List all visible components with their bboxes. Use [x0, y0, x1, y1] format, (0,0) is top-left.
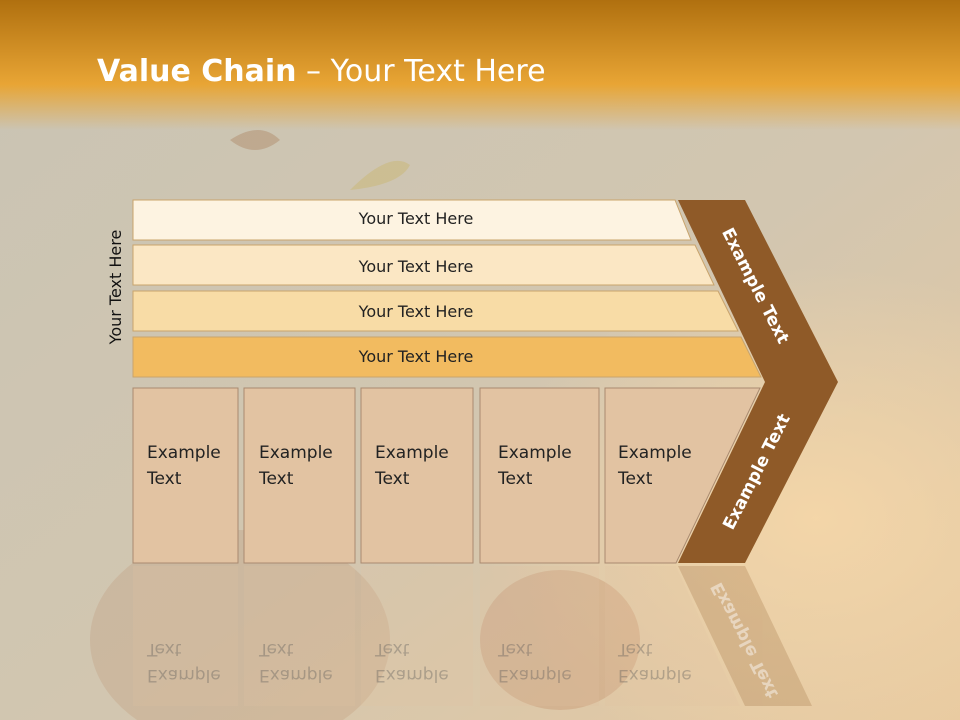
reflected-cell-text: Example Text — [259, 636, 333, 688]
cell-text: Example Text — [375, 440, 449, 492]
row-label: Your Text Here — [358, 257, 474, 276]
cell-text-line: Text — [147, 469, 182, 489]
reflected-line: Text — [259, 639, 294, 659]
cell-text: Example Text — [259, 440, 333, 492]
row-bar — [132, 336, 762, 378]
row-bar — [132, 199, 692, 241]
row-label: Your Text Here — [358, 209, 474, 228]
cell-box — [604, 387, 761, 564]
chevron-arrow — [678, 200, 838, 563]
cell-text: Example Text — [618, 440, 692, 492]
cell-text-line: Example — [375, 443, 449, 463]
leaf-shape — [350, 160, 410, 190]
title-bold: Value Chain — [97, 54, 297, 89]
cell-text-line: Text — [375, 469, 410, 489]
cell-text-line: Text — [498, 469, 533, 489]
reflected-cell-text: Example Text — [498, 636, 572, 688]
reflected-line: Text — [618, 639, 653, 659]
cell-text-line: Example — [498, 443, 572, 463]
reflected-line: Example — [498, 665, 572, 685]
cell-text-line: Example — [618, 443, 692, 463]
cell-text-line: Text — [259, 469, 294, 489]
reflected-line: Example — [375, 665, 449, 685]
cell-box — [243, 387, 356, 564]
header-band — [0, 0, 960, 130]
cell-text: Example Text — [498, 440, 572, 492]
cell-box — [132, 387, 239, 564]
title-rest: – Your Text Here — [296, 54, 546, 89]
reflection-group — [133, 566, 812, 706]
reflected-line: Example — [147, 665, 221, 685]
cell-text-line: Example — [147, 443, 221, 463]
cell-text-line: Example — [259, 443, 333, 463]
reflected-line: Example — [259, 665, 333, 685]
reflected-cell-text: Example Text — [375, 636, 449, 688]
cell-box — [360, 387, 474, 564]
row-label: Your Text Here — [358, 302, 474, 321]
reflected-cell-text: Example Text — [147, 636, 221, 688]
reflected-line: Text — [498, 639, 533, 659]
row-label: Your Text Here — [358, 347, 474, 366]
leaf-shape — [230, 130, 280, 150]
pumpkin-shape — [480, 570, 640, 710]
slide-title: Value Chain – Your Text Here — [97, 54, 546, 89]
cell-box — [479, 387, 600, 564]
reflected-line: Text — [375, 639, 410, 659]
reflected-line: Example — [618, 665, 692, 685]
cell-text-line: Text — [618, 469, 653, 489]
pumpkin-shape — [90, 530, 390, 720]
row-bar — [132, 244, 715, 286]
row-bar — [132, 290, 739, 332]
cell-text: Example Text — [147, 440, 221, 492]
reflected-cell-text: Example Text — [618, 636, 692, 688]
reflected-line: Text — [147, 639, 182, 659]
